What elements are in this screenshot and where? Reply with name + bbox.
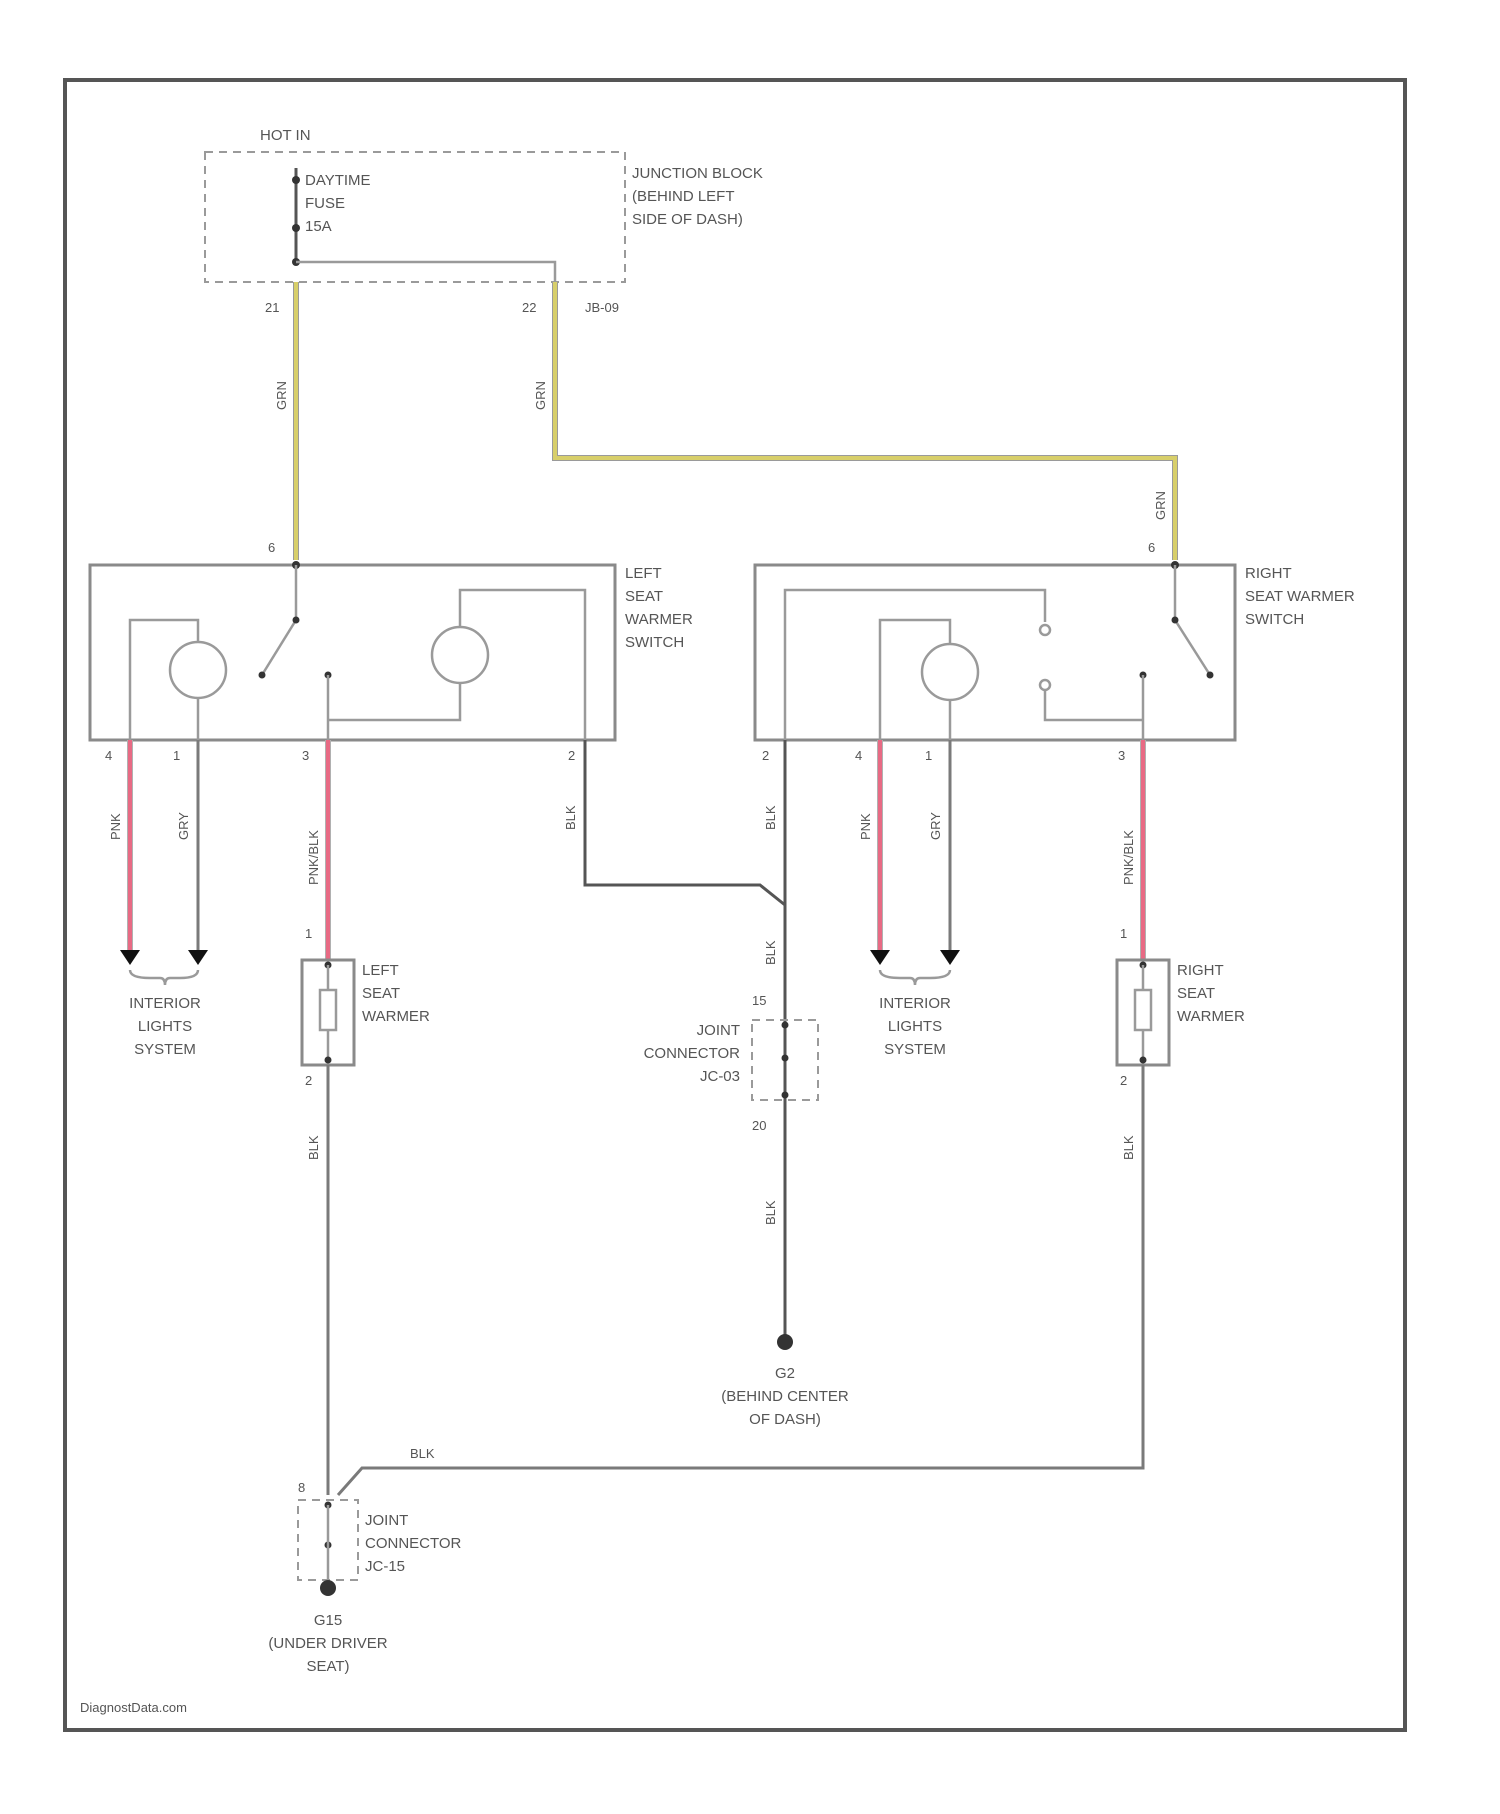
g15-id: G15 — [314, 1612, 342, 1629]
left-warmer-pin-in: 1 — [305, 926, 312, 941]
right-switch-pin-2: 2 — [762, 748, 769, 763]
blk-label-horizontal: BLK — [410, 1446, 435, 1461]
left-switch-label-2: SEAT — [625, 588, 663, 605]
grn-label-mid: GRN — [533, 381, 548, 410]
left-switch-pin-1: 1 — [173, 748, 180, 763]
left-switch-label-1: LEFT — [625, 565, 662, 582]
interior-lights-right-3: SYSTEM — [884, 1041, 946, 1058]
grn-label-right: GRN — [1153, 491, 1168, 520]
left-switch-internals — [130, 561, 585, 740]
blk-wire-right-warmer — [338, 1065, 1143, 1495]
right-warmer-label-2: SEAT — [1177, 985, 1215, 1002]
left-switch-pin-3: 3 — [302, 748, 309, 763]
fuse-name: DAYTIME — [305, 172, 371, 189]
g2-label-2: OF DASH) — [749, 1411, 821, 1428]
ground-g15 — [320, 1580, 336, 1596]
fuse-rating: 15A — [305, 218, 332, 235]
pnk-blk-label-left: PNK/BLK — [306, 830, 321, 885]
interior-lights-right-2: LIGHTS — [888, 1018, 942, 1035]
jc03-pin-in: 15 — [752, 993, 766, 1008]
jc03-label-2: CONNECTOR — [644, 1045, 741, 1062]
blk-label-c2: BLK — [763, 805, 778, 830]
jc03-label-3: JC-03 — [700, 1068, 740, 1085]
blk-label-c1: BLK — [563, 805, 578, 830]
gry-label-right: GRY — [928, 812, 943, 840]
hot-in-label: HOT IN — [260, 127, 311, 144]
jc15-label-2: CONNECTOR — [365, 1535, 462, 1552]
right-switch-internals — [785, 561, 1214, 740]
pnk-blk-label-right: PNK/BLK — [1121, 830, 1136, 885]
g2-id: G2 — [775, 1365, 795, 1382]
blk-wire-left-switch-pin2 — [585, 740, 785, 905]
grn-wire-right — [555, 282, 1175, 560]
blk-label-right-warmer: BLK — [1121, 1135, 1136, 1160]
right-switch-label-2: SEAT WARMER — [1245, 588, 1355, 605]
jc03-label-1: JOINT — [697, 1022, 740, 1039]
right-switch-pin-1: 1 — [925, 748, 932, 763]
ground-g2 — [777, 1334, 793, 1350]
right-warmer-pin-out: 2 — [1120, 1073, 1127, 1088]
g2-label-1: (BEHIND CENTER — [721, 1388, 849, 1405]
interior-lights-left-2: LIGHTS — [138, 1018, 192, 1035]
diagram-frame — [65, 80, 1405, 1730]
left-warmer-element — [320, 962, 336, 1064]
left-switch-pin-2: 2 — [568, 748, 575, 763]
right-switch-pin-3: 3 — [1118, 748, 1125, 763]
blk-label-c4: BLK — [763, 1200, 778, 1225]
junction-block-id: JB-09 — [585, 300, 619, 315]
arrow-left-pnk — [120, 950, 140, 965]
left-switch-label-3: WARMER — [625, 611, 693, 628]
interior-lights-right-1: INTERIOR — [879, 995, 951, 1012]
right-warmer-label-3: WARMER — [1177, 1008, 1245, 1025]
blk-label-c3: BLK — [763, 940, 778, 965]
left-warmer-label-2: SEAT — [362, 985, 400, 1002]
left-warmer-label-1: LEFT — [362, 962, 399, 979]
jc15-pin-in: 8 — [298, 1480, 305, 1495]
arrow-left-gry — [188, 950, 208, 965]
left-switch-pin-4: 4 — [105, 748, 112, 763]
interior-lights-left-3: SYSTEM — [134, 1041, 196, 1058]
jc03-pin-out: 20 — [752, 1118, 766, 1133]
right-switch-pin-top: 6 — [1148, 540, 1155, 555]
junction-pin-21: 21 — [265, 300, 279, 315]
right-switch-label-1: RIGHT — [1245, 565, 1292, 582]
junction-pin-22: 22 — [522, 300, 536, 315]
junction-block-label-2: (BEHIND LEFT — [632, 188, 735, 205]
grn-label-left: GRN — [274, 381, 289, 410]
junction-block-label-1: JUNCTION BLOCK — [632, 165, 763, 182]
left-switch-label-4: SWITCH — [625, 634, 684, 651]
right-switch-pin-4: 4 — [855, 748, 862, 763]
left-warmer-label-3: WARMER — [362, 1008, 430, 1025]
jc15-label-3: JC-15 — [365, 1558, 405, 1575]
arrow-right-pnk — [870, 950, 890, 965]
left-warmer-pin-out: 2 — [305, 1073, 312, 1088]
jc15-label-1: JOINT — [365, 1512, 408, 1529]
pnk-label-left: PNK — [108, 813, 123, 840]
blk-label-left-warmer: BLK — [306, 1135, 321, 1160]
g15-label-2: SEAT) — [306, 1658, 349, 1675]
right-warmer-element — [1135, 962, 1151, 1064]
pnk-label-right: PNK — [858, 813, 873, 840]
fuse-type: FUSE — [305, 195, 345, 212]
left-switch-pin-top: 6 — [268, 540, 275, 555]
right-switch-label-3: SWITCH — [1245, 611, 1304, 628]
junction-block-label-3: SIDE OF DASH) — [632, 211, 743, 228]
arrow-right-gry — [940, 950, 960, 965]
interior-lights-left-1: INTERIOR — [129, 995, 201, 1012]
watermark: DiagnostData.com — [80, 1700, 187, 1715]
gry-label-left: GRY — [176, 812, 191, 840]
right-warmer-pin-in: 1 — [1120, 926, 1127, 941]
right-warmer-label-1: RIGHT — [1177, 962, 1224, 979]
g15-label-1: (UNDER DRIVER — [268, 1635, 387, 1652]
